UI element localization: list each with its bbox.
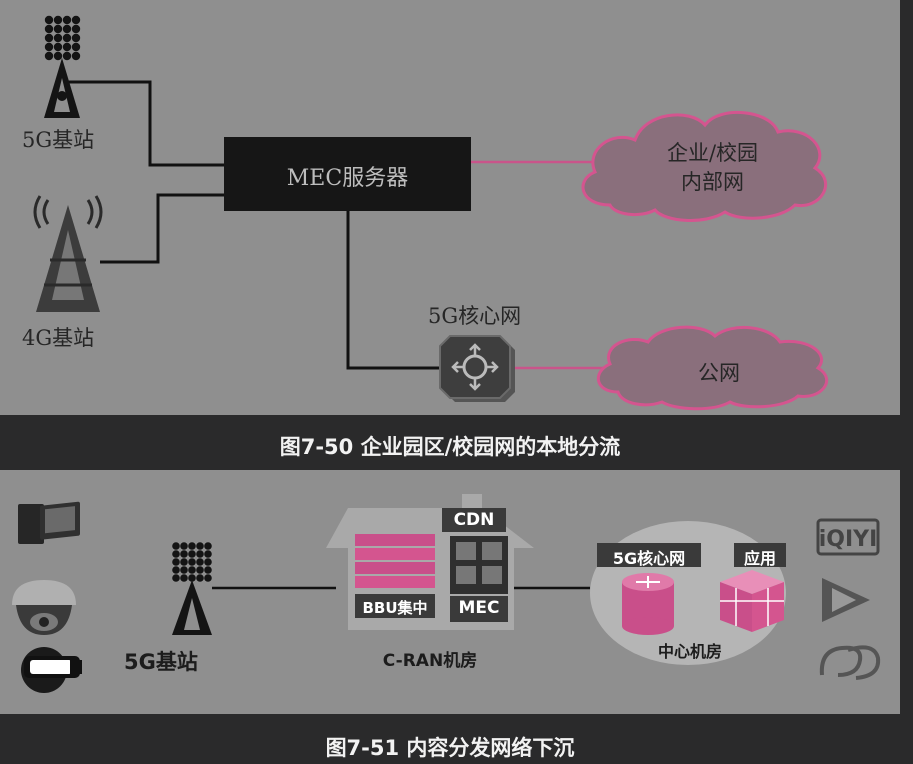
- iqiyi-logo-text: iQIYI: [819, 527, 878, 552]
- 5g-core-label-fig2: 5G核心网: [612, 549, 686, 568]
- cdn-label: CDN: [453, 510, 495, 530]
- 5g-base-station-label: 5G基站: [22, 128, 95, 152]
- iqiyi-logo: iQIYI: [816, 518, 880, 556]
- cran-room-label: C-RAN机房: [382, 651, 478, 671]
- 4g-base-station-icon: [33, 195, 103, 312]
- 5g-core-router-icon: [439, 335, 515, 402]
- bbu-label: BBU集中: [362, 599, 428, 617]
- 5g-base-station-icon-fig2: [172, 542, 212, 635]
- tablet-phone-icon: [18, 501, 80, 544]
- core-router-cylinder-icon: [622, 573, 674, 635]
- app-label: 应用: [743, 549, 776, 568]
- link-5g-to-mec: [68, 80, 224, 167]
- figure-7-50-diagram: [33, 15, 829, 411]
- enterprise-network-label-line2: 内部网: [681, 170, 744, 194]
- vr-headset-icon: [21, 647, 82, 693]
- figure-7-51-caption: 图7-51 内容分发网络下沉: [325, 736, 575, 760]
- figure-7-50-panel: 5G基站 4G基站 MEC服务器 企业/校园 内部网 5G核心网 公网: [0, 0, 900, 415]
- 4g-base-station-label: 4G基站: [22, 326, 95, 350]
- figure-7-51-panel: iQIYI 5G基站 CDN BBU集中 MEC C-RAN机房 5G核心网 应…: [0, 470, 900, 714]
- application-cube-icon: [720, 570, 784, 632]
- mec-label: MEC: [458, 598, 500, 618]
- center-room-label: 中心机房: [657, 642, 722, 661]
- 5g-base-station-icon: [44, 15, 81, 118]
- mec-server-label: MEC服务器: [286, 166, 409, 191]
- security-camera-icon: [12, 580, 76, 635]
- app-badge: [734, 543, 786, 567]
- public-network-label: 公网: [698, 361, 740, 385]
- enterprise-cloud: [581, 110, 828, 222]
- link-4g-to-mec: [100, 193, 224, 264]
- 5g-base-station-label-fig2: 5G基站: [124, 650, 198, 674]
- link-mec-to-core: [346, 210, 448, 370]
- figure-7-51-diagram: iQIYI: [12, 494, 881, 693]
- figure-7-50-caption: 图7-50 企业园区/校园网的本地分流: [279, 435, 621, 459]
- cran-room-icon: [326, 494, 534, 630]
- 5g-core-label: 5G核心网: [428, 304, 522, 328]
- alibaba-logo: [819, 645, 881, 680]
- public-cloud: [597, 325, 829, 411]
- enterprise-network-label-line1: 企业/校园: [666, 141, 759, 165]
- 5g-core-badge: [597, 543, 701, 567]
- video-play-logo: [822, 578, 870, 622]
- mec-server-box: [224, 137, 471, 211]
